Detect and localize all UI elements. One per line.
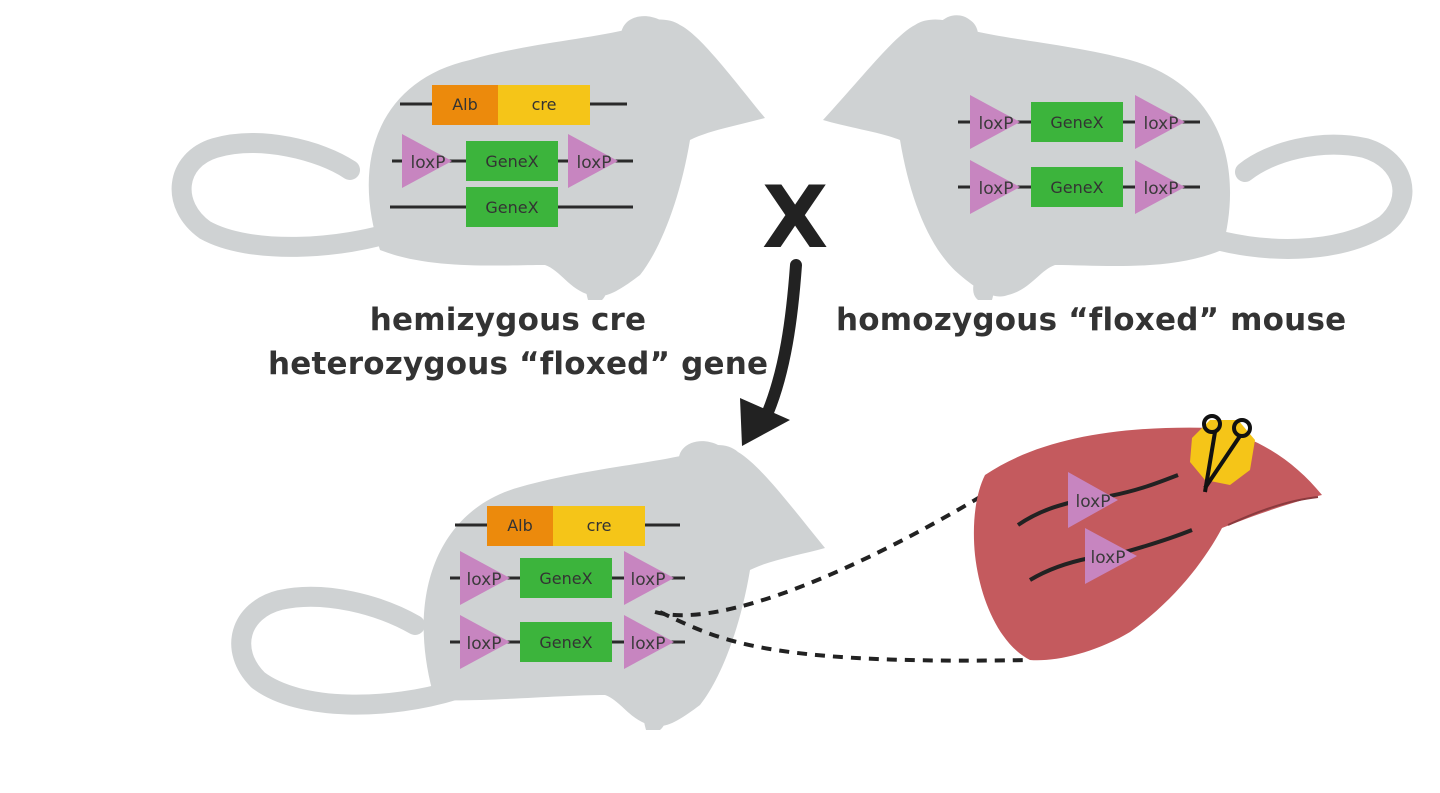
- alb-box: [432, 85, 498, 125]
- cre-box: [498, 85, 590, 125]
- gene-label: GeneX: [485, 152, 538, 171]
- gene-box: [466, 141, 558, 181]
- loxp-label: loxP: [1091, 548, 1126, 568]
- loxp-label: loxP: [577, 153, 612, 173]
- gene-label: GeneX: [539, 569, 592, 588]
- cre-box: [553, 506, 645, 546]
- caption-homozygous: homozygous “floxed” mouse: [836, 302, 1347, 338]
- dashed-callout: [659, 610, 1031, 663]
- arrow-shaft: [762, 259, 802, 418]
- gene-label: GeneX: [1050, 113, 1103, 132]
- loxp-site: [1085, 528, 1137, 584]
- mouse-foot: [643, 690, 666, 730]
- cre-label: cre: [587, 516, 612, 535]
- loxp-label: loxP: [1076, 492, 1111, 512]
- mouse-ear: [934, 15, 979, 63]
- dashed-callout: [654, 486, 997, 618]
- caption-line: hemizygous cre: [369, 302, 647, 338]
- loxp-site: [1068, 472, 1118, 528]
- loxp-label: loxP: [631, 634, 666, 654]
- loxp-label: loxP: [467, 634, 502, 654]
- loxp-label: loxP: [1144, 114, 1179, 134]
- mouse-tail: [171, 133, 410, 257]
- gene-box: [520, 558, 612, 598]
- loxp-label: loxP: [979, 114, 1014, 134]
- cre-label: cre: [532, 95, 557, 114]
- loxp-label: loxP: [467, 570, 502, 590]
- loxp-label: loxP: [411, 153, 446, 173]
- caption-hemizygous: hemizygous cre heterozygous “floxed” gen…: [268, 298, 769, 386]
- parent-mouse-hemizygous: Alb cre loxP GeneX loxP GeneX: [171, 16, 765, 300]
- gene-box: [520, 622, 612, 662]
- mouse-ear: [620, 16, 669, 62]
- parent-mouse-homozygous-floxed: loxP GeneX loxP loxP GeneX loxP: [823, 15, 1413, 300]
- arrow-head: [740, 398, 790, 446]
- chromosome-line: [1028, 528, 1193, 582]
- mouse-foot: [973, 255, 996, 300]
- liver-edge: [1227, 496, 1319, 526]
- loxp-label: loxP: [631, 570, 666, 590]
- mouse-tail: [231, 586, 465, 715]
- alb-label: Alb: [452, 95, 478, 114]
- mouse-ear: [678, 441, 727, 488]
- gene-box: [1031, 167, 1123, 207]
- gene-label: GeneX: [485, 198, 538, 217]
- gene-box: [1031, 102, 1123, 142]
- caption-line: heterozygous “floxed” gene: [268, 346, 769, 382]
- gene-box: [466, 187, 558, 227]
- cross-symbol: X: [762, 168, 829, 268]
- alb-label: Alb: [507, 516, 533, 535]
- mouse-body: [823, 19, 1231, 297]
- mouse-tail: [1190, 134, 1413, 259]
- offspring-mouse: Alb cre loxP GeneX loxP loxP GeneX loxP: [231, 441, 825, 730]
- loxp-label: loxP: [979, 179, 1014, 199]
- offspring-arrow: [740, 259, 802, 446]
- loxp-label: loxP: [1144, 179, 1179, 199]
- gene-label: GeneX: [539, 633, 592, 652]
- liver-callout-lines: [654, 486, 1031, 663]
- alb-box: [487, 506, 553, 546]
- mouse-foot: [584, 255, 607, 300]
- liver: loxP loxP: [973, 414, 1322, 661]
- gene-label: GeneX: [1050, 178, 1103, 197]
- scissors-icon: [1202, 414, 1252, 493]
